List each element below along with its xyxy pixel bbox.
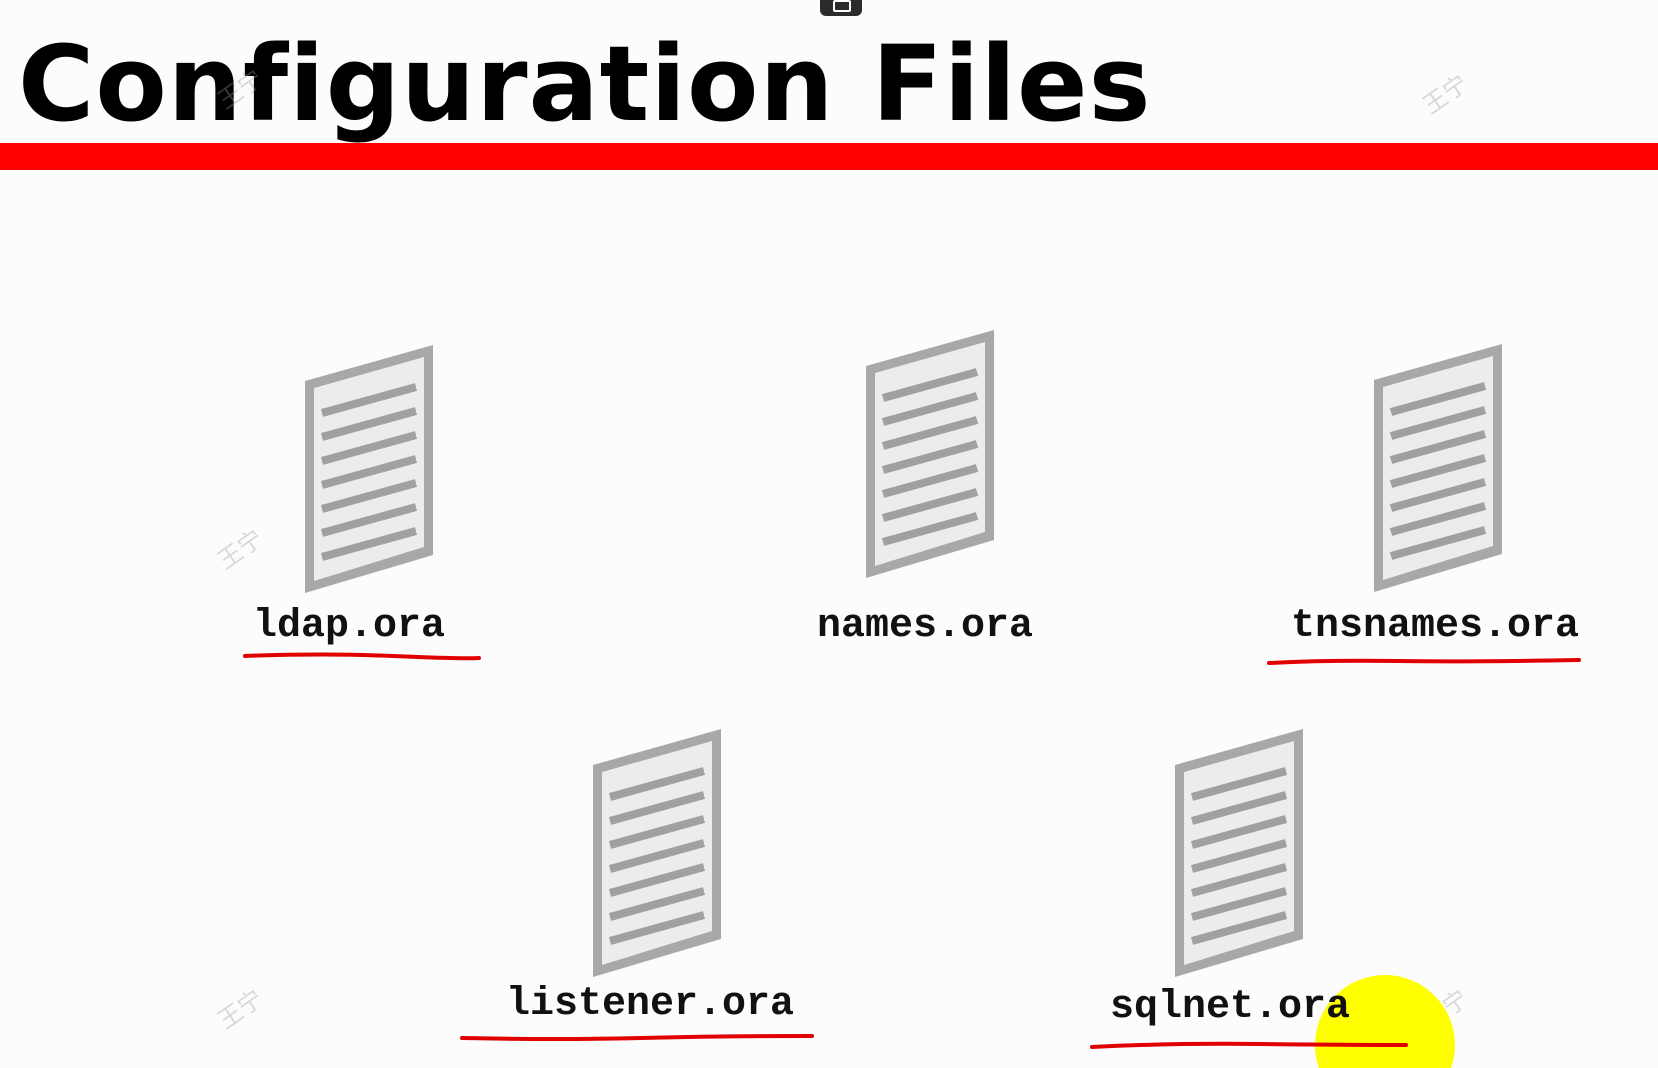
toolbar-handle[interactable] bbox=[820, 0, 862, 16]
title-underline-bar bbox=[0, 143, 1658, 170]
file-name-label: names.ora bbox=[816, 604, 1034, 649]
text-document-icon bbox=[593, 729, 721, 977]
slide-title: Configuration Files bbox=[18, 23, 1152, 145]
text-document-icon bbox=[305, 345, 433, 593]
file-name-label: sqlnet.ora bbox=[1109, 985, 1351, 1030]
text-document-icon bbox=[1374, 344, 1502, 592]
red-underline-annotation bbox=[1267, 658, 1581, 665]
red-underline-annotation bbox=[1090, 1041, 1408, 1049]
file-name-label: tnsnames.ora bbox=[1290, 604, 1580, 649]
file-name-label: ldap.ora bbox=[252, 604, 446, 649]
file-sqlnet-ora[interactable]: sqlnet.ora bbox=[1020, 725, 1440, 1068]
file-tnsnames-ora[interactable]: tnsnames.ora bbox=[1225, 340, 1645, 700]
watermark: 王宁 bbox=[1417, 69, 1474, 120]
red-underline-annotation bbox=[243, 652, 481, 661]
text-document-icon bbox=[1175, 729, 1303, 977]
red-underline-annotation bbox=[460, 1034, 814, 1041]
file-ldap-ora[interactable]: ldap.ora bbox=[155, 340, 575, 700]
file-listener-ora[interactable]: listener.ora bbox=[440, 725, 860, 1068]
file-name-label: listener.ora bbox=[505, 982, 795, 1027]
file-names-ora[interactable]: names.ora bbox=[715, 325, 1135, 685]
text-document-icon bbox=[866, 330, 994, 578]
watermark: 王宁 bbox=[212, 984, 269, 1035]
